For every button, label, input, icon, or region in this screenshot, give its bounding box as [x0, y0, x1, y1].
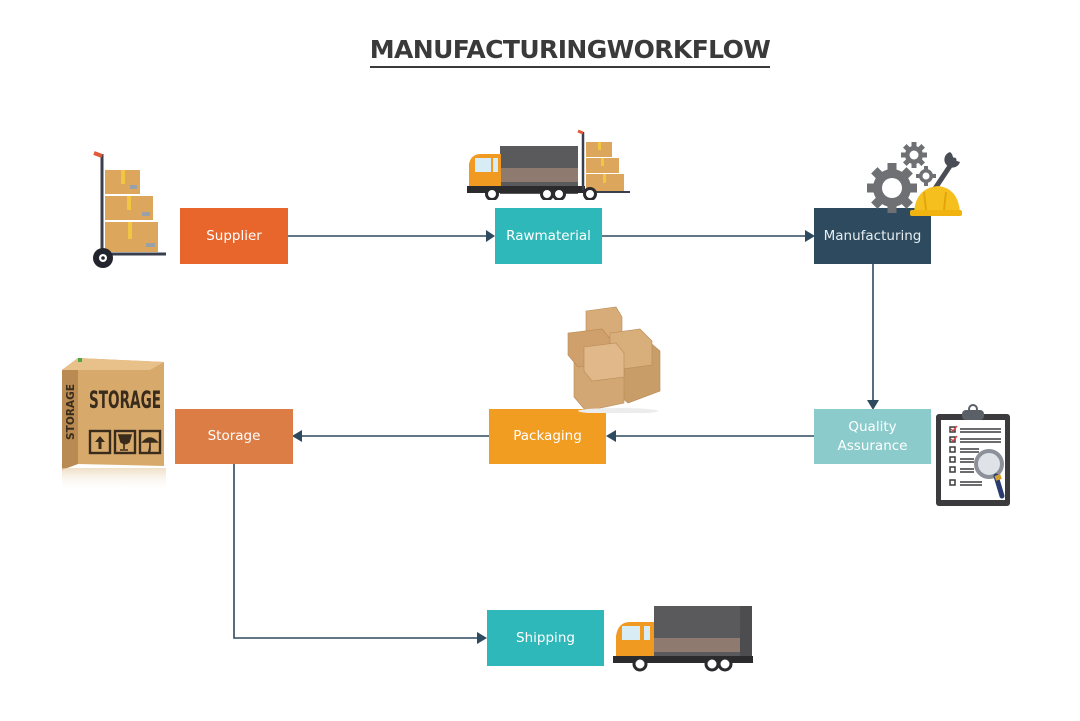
- storage-box-side-label: STORAGE: [64, 384, 77, 440]
- shipping-truck-icon: [613, 606, 753, 672]
- arrowhead-packaging: [606, 430, 616, 442]
- cardboard-boxes-icon: [567, 306, 661, 413]
- storage-box-icon: STORAGE STORAGE: [62, 358, 166, 492]
- node-raw-material-label: Rawmaterial: [506, 227, 591, 244]
- hand-truck-boxes-icon: [93, 151, 166, 268]
- arrowhead-shipping: [477, 632, 487, 644]
- title-text: MANUFACTURINGWORKFLOW: [369, 35, 771, 68]
- arrowhead-storage: [292, 430, 302, 442]
- node-qa-label-line1: Quality: [848, 418, 897, 435]
- node-quality-assurance[interactable]: Quality Assurance: [814, 409, 931, 464]
- clipboard-checklist-icon: [936, 404, 1010, 506]
- node-storage-label: Storage: [207, 428, 261, 444]
- node-manufacturing[interactable]: Manufacturing: [814, 208, 931, 264]
- delivery-truck-icon: [467, 129, 630, 200]
- node-shipping[interactable]: Shipping: [487, 610, 604, 666]
- node-packaging-label: Packaging: [513, 428, 582, 444]
- arrowhead-manufacturing: [805, 230, 815, 242]
- node-packaging[interactable]: Packaging: [489, 409, 606, 464]
- node-shipping-label: Shipping: [516, 629, 575, 646]
- connector-storage-shipping: [233, 464, 478, 639]
- storage-box-label: STORAGE: [89, 386, 161, 414]
- arrowhead-raw: [486, 230, 495, 242]
- node-raw-material[interactable]: Rawmaterial: [495, 208, 602, 264]
- page-title: MANUFACTURINGWORKFLOW: [0, 35, 1080, 68]
- arrowhead-qa: [867, 400, 879, 410]
- node-storage[interactable]: Storage: [175, 409, 293, 464]
- gears-hardhat-icon: [867, 142, 962, 216]
- node-supplier-label: Supplier: [206, 227, 262, 244]
- node-manufacturing-label: Manufacturing: [823, 227, 922, 244]
- node-supplier[interactable]: Supplier: [180, 208, 288, 264]
- node-qa-label-line2: Assurance: [837, 437, 908, 454]
